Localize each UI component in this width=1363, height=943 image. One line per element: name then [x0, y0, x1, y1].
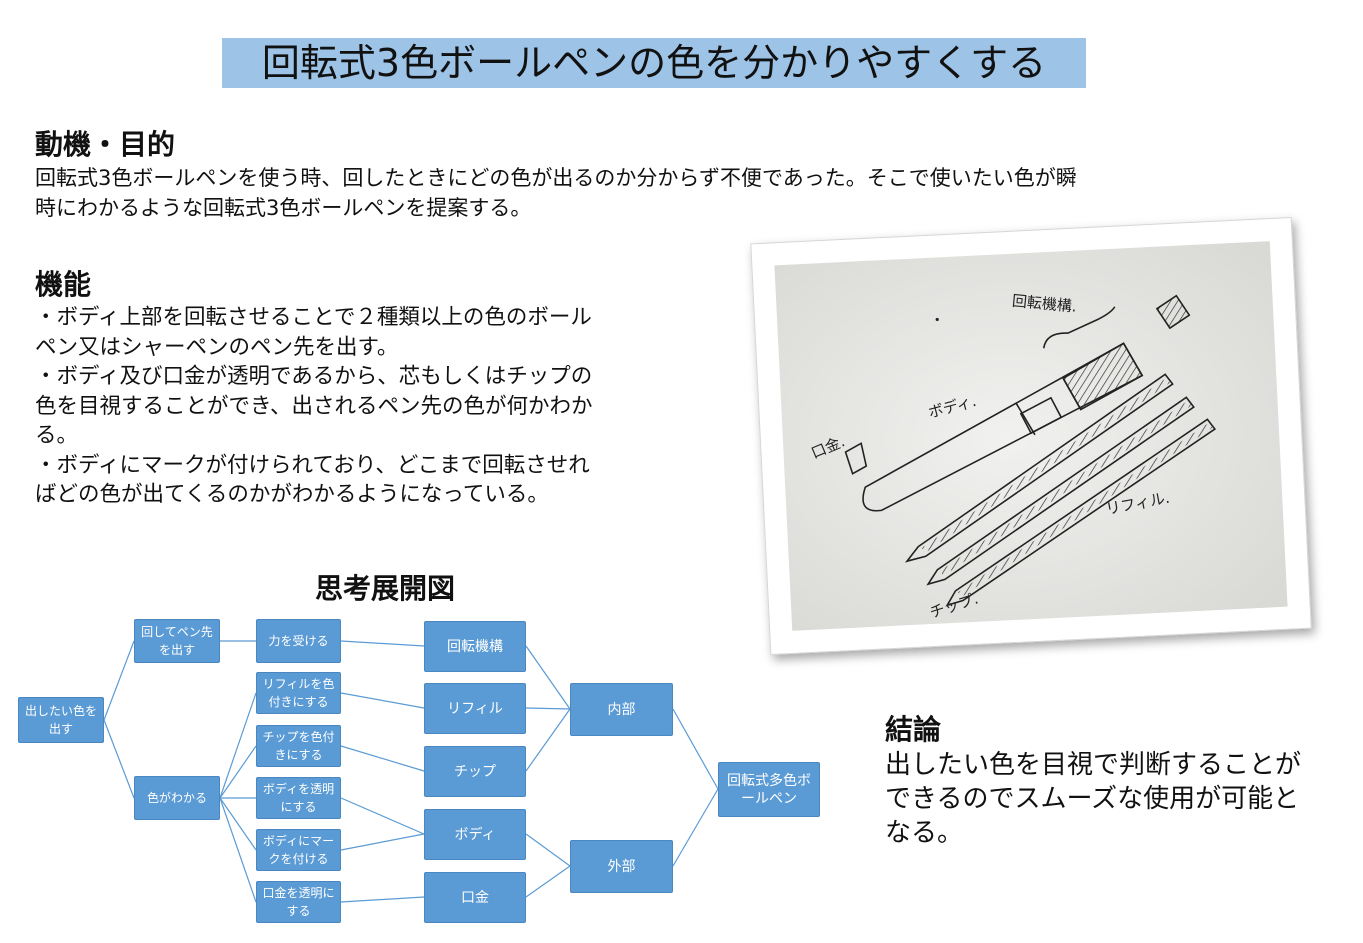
connector — [103, 640, 135, 721]
conclusion-line: 出したい色を目視で判断することが — [885, 750, 1302, 780]
diagram-title: 思考展開図 — [314, 572, 455, 605]
node-color-refill: リフィルを色付きにする — [256, 672, 341, 714]
sketch-refill-3 — [945, 418, 1217, 607]
connector — [340, 745, 425, 772]
features-line: ・ボディにマークが付けられており、どこまで回転させれ — [35, 452, 590, 478]
node-refill: リフィル — [424, 683, 526, 734]
connector — [525, 865, 571, 898]
motive-line: 時にわかるような回転式3色ボールペンを提案する。 — [35, 196, 532, 220]
connector — [525, 833, 571, 867]
features-line: る。 — [35, 423, 79, 448]
connector — [525, 707, 571, 710]
node-mark-body: ボディにマークを付ける — [256, 829, 341, 871]
node-tip: チップ — [424, 746, 526, 797]
features-text: ・ボディ上部を回転させることで２種類以上の色のボール ペン又はシャーペンのペン先… — [35, 303, 593, 510]
connector — [525, 645, 571, 710]
connector — [219, 797, 257, 903]
features-line: ペン又はシャーペンのペン先を出す。 — [35, 334, 399, 360]
conclusion-text: 出したい色を目視で判断することが できるのでスムーズな使用が可能と なる。 — [885, 748, 1301, 850]
connector — [525, 708, 571, 772]
connector — [672, 708, 719, 790]
pen-sketch-image: 回転機構. ボディ. 口金. リフィル. チップ. — [774, 241, 1288, 631]
connector — [219, 797, 257, 851]
connector — [219, 745, 257, 799]
connector — [672, 788, 719, 867]
features-heading: 機能 — [35, 268, 92, 301]
diagram-connectors — [103, 640, 719, 903]
features-line: ばどの色が出てくるのかがわかるようになっている。 — [35, 482, 549, 507]
connector — [340, 640, 425, 647]
features-line: ・ボディ上部を回転させることで２種類以上の色のボール — [35, 305, 592, 330]
node-color-known: 色がわかる — [134, 776, 220, 820]
node-result: 回転式多色ボールペン — [718, 762, 820, 817]
node-inner: 内部 — [570, 683, 673, 736]
sketch-label-mechanism: 回転機構. — [1011, 292, 1077, 316]
node-cap: 口金 — [424, 872, 526, 923]
connector — [340, 692, 425, 709]
node-clear-cap: 口金を透明にする — [256, 881, 341, 923]
node-apply-force: 力を受ける — [256, 619, 341, 663]
motive-line: 回転式3色ボールペンを使う時、回したときにどの色が出るのか分からず不便であった。… — [35, 166, 1077, 190]
connector — [219, 692, 257, 799]
node-clear-body: ボディを透明にする — [256, 777, 341, 819]
connector — [340, 896, 425, 903]
node-rotate-out: 回してペン先を出す — [134, 619, 220, 663]
thought-diagram: 出したい色を出す 回してペン先を出す 色がわかる 力を受ける リフィルを色付きに… — [0, 610, 830, 943]
node-mechanism: 回転機構 — [424, 621, 526, 672]
connector — [340, 833, 425, 851]
page-title: 回転式3色ボールペンの色を分かりやすくする — [222, 38, 1086, 88]
node-root: 出したい色を出す — [18, 697, 104, 743]
conclusion-line: なる。 — [885, 818, 964, 848]
node-color-tip: チップを色付きにする — [256, 725, 341, 767]
features-line: ・ボディ及び口金が透明であるから、芯もしくはチップの — [35, 364, 593, 389]
node-body: ボディ — [424, 809, 526, 860]
motive-text: 回転式3色ボールペンを使う時、回したときにどの色が出るのか分からず不便であった。… — [35, 163, 1077, 223]
sketch-photo-frame: 回転機構. ボディ. 口金. リフィル. チップ. — [750, 217, 1312, 655]
pen-sketch-drawing: 回転機構. ボディ. 口金. リフィル. チップ. — [774, 241, 1288, 631]
conclusion-heading: 結論 — [885, 713, 942, 746]
sketch-refill-1 — [904, 373, 1174, 563]
connector — [340, 797, 425, 835]
connector — [103, 719, 135, 799]
motive-heading: 動機・目的 — [35, 128, 176, 161]
conclusion-line: できるのでスムーズな使用が可能と — [885, 784, 1300, 814]
node-outer: 外部 — [570, 840, 673, 893]
sketch-refill-2 — [926, 396, 1195, 586]
features-line: 色を目視することができ、出されるペン先の色が何かわか — [35, 393, 593, 419]
